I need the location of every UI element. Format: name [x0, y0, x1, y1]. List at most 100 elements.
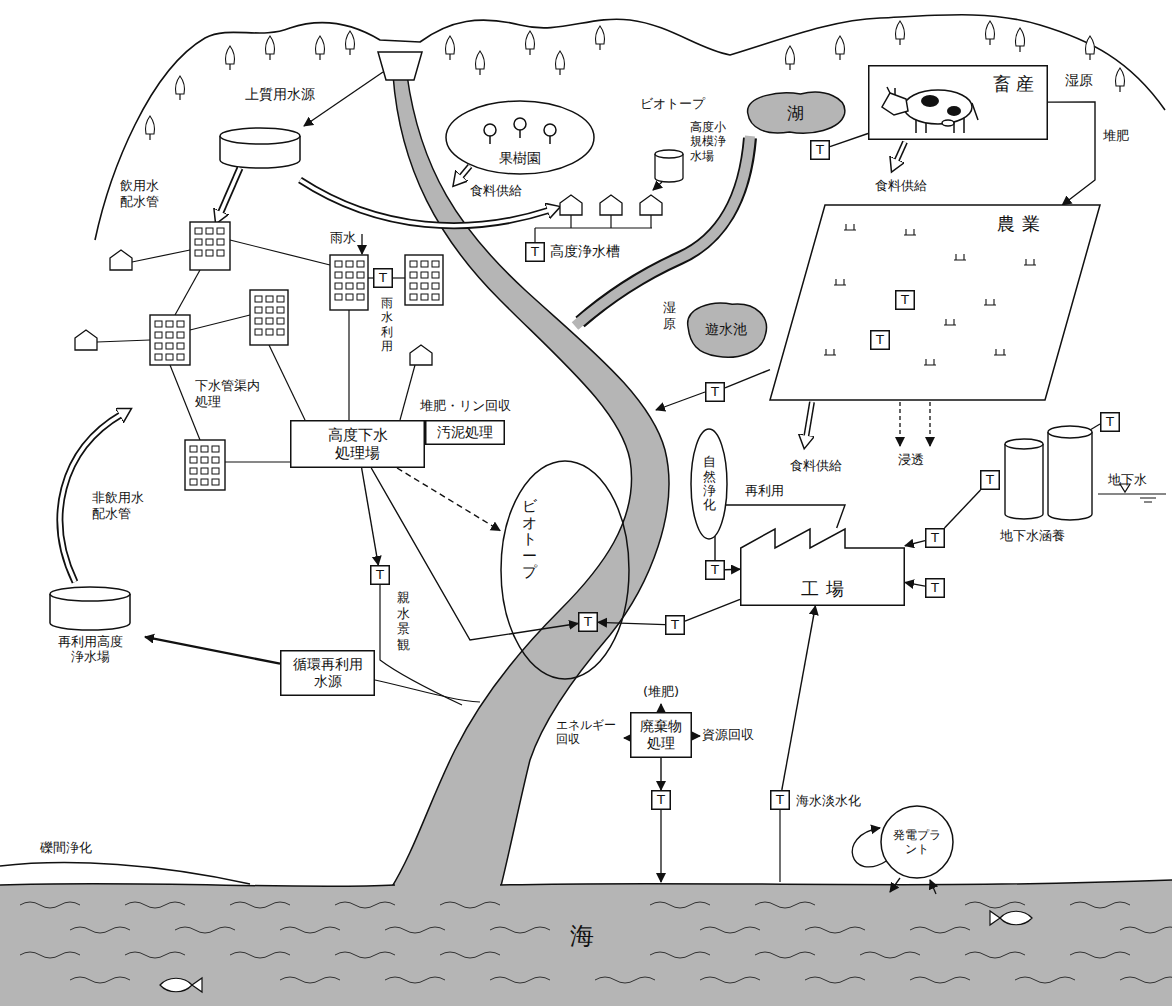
- box-outline: [706, 561, 725, 580]
- drawing-path: [368, 277, 373, 278]
- place-label: 食料供給: [470, 183, 522, 199]
- crop-mark: [834, 279, 846, 285]
- gravel-shore: [0, 863, 250, 884]
- treatment-mark: T: [711, 562, 719, 578]
- place-label: 海水淡水化: [796, 793, 861, 809]
- drawing-path: [1140, 498, 1156, 502]
- tank-top: [50, 587, 130, 601]
- orchard-tree: [484, 124, 496, 136]
- tree: [1116, 68, 1125, 92]
- window: [346, 272, 353, 278]
- window: [155, 332, 162, 338]
- treatment-box: T: [980, 470, 1000, 490]
- cow-horn: [887, 87, 895, 95]
- building-wall: [190, 222, 230, 270]
- tree: [986, 21, 995, 45]
- building: [150, 315, 190, 365]
- drawing-path: [190, 315, 250, 330]
- wave-stroke: [1015, 977, 1075, 983]
- wave-stroke: [910, 927, 970, 933]
- wave-stroke: [125, 952, 185, 958]
- box-outline: [652, 791, 671, 810]
- tree-crown: [316, 36, 325, 54]
- tree-trunk: [349, 49, 350, 55]
- crop-mark: [844, 224, 856, 230]
- place-label: 食料供給: [790, 458, 842, 474]
- wave-stroke: [335, 952, 395, 958]
- window: [266, 329, 273, 335]
- drawing-path: [624, 737, 630, 738]
- window: [357, 294, 364, 300]
- drawing-path: [930, 880, 936, 894]
- tree-crown: [346, 31, 355, 49]
- tree-crown: [836, 36, 845, 54]
- treatment-mark: T: [711, 384, 719, 400]
- tree-crown: [1086, 36, 1095, 54]
- building-wall: [405, 255, 443, 305]
- building-wall: [330, 255, 368, 310]
- node-label: 汚泥処理: [437, 424, 493, 441]
- orchard-tree-stem: [489, 136, 491, 144]
- box-outline: [579, 613, 598, 632]
- window: [177, 332, 184, 338]
- treatment-mark: T: [931, 530, 939, 546]
- wave-stroke: [280, 927, 340, 933]
- building-wall: [185, 440, 225, 490]
- wave-stroke: [70, 977, 130, 983]
- drawing-path: [1005, 444, 1043, 519]
- window: [266, 296, 273, 302]
- wave-stroke: [1120, 927, 1172, 933]
- flow-connector: [598, 622, 665, 624]
- window: [206, 250, 213, 256]
- box-outline: [1101, 413, 1120, 432]
- treatment-mark: T: [776, 792, 784, 808]
- crop-mark: [824, 349, 836, 355]
- window: [166, 354, 173, 360]
- place-label: 下水管渠内処理: [195, 378, 263, 409]
- node-label: 循環再利用水源: [293, 656, 363, 690]
- window: [421, 261, 428, 267]
- crop-mark: [944, 319, 956, 325]
- wave-stroke: [595, 977, 655, 983]
- wave-stroke: [650, 952, 710, 958]
- drawing-path: [460, 166, 470, 178]
- wave-stroke: [650, 902, 710, 908]
- cow-spot: [921, 95, 939, 107]
- wave-stroke: [700, 977, 760, 983]
- wave-stroke: [385, 927, 445, 933]
- box-outline: [631, 713, 692, 758]
- place-label: (堆肥): [643, 684, 679, 700]
- place-label: 飲用水配水管: [120, 178, 162, 209]
- hollow-arrows: [60, 142, 905, 582]
- facility-shape: 発電プラント: [880, 805, 954, 879]
- place-label: 雨水利用: [381, 296, 393, 354]
- crop-mark: [984, 299, 996, 305]
- window: [166, 321, 173, 327]
- treatment-box: T: [1100, 412, 1120, 432]
- window: [277, 329, 284, 335]
- recharge-tanks: [1005, 426, 1092, 520]
- tree-trunk: [789, 64, 790, 70]
- crop-mark: [1024, 259, 1036, 265]
- wave-stroke: [440, 902, 500, 908]
- drawing-path: [610, 215, 611, 228]
- crop-mark: [924, 359, 936, 365]
- drawing-path: [361, 234, 362, 254]
- facility-shape: 循環再利用水源: [280, 650, 375, 696]
- treatment-box: T: [925, 578, 945, 598]
- tree-crown: [896, 21, 905, 39]
- river: [390, 75, 669, 890]
- treatment-box: T: [705, 560, 725, 580]
- window: [255, 307, 262, 313]
- window: [346, 294, 353, 300]
- place-label: 浸透: [898, 452, 924, 468]
- flow-connector: [830, 133, 868, 146]
- flow-connector: [145, 637, 280, 664]
- orchard-tree: [544, 124, 556, 136]
- building: [330, 255, 368, 310]
- drawing-path: [300, 180, 550, 226]
- drawing-path: [230, 240, 330, 265]
- building: [405, 255, 443, 305]
- window: [177, 354, 184, 360]
- cow-head: [882, 93, 908, 115]
